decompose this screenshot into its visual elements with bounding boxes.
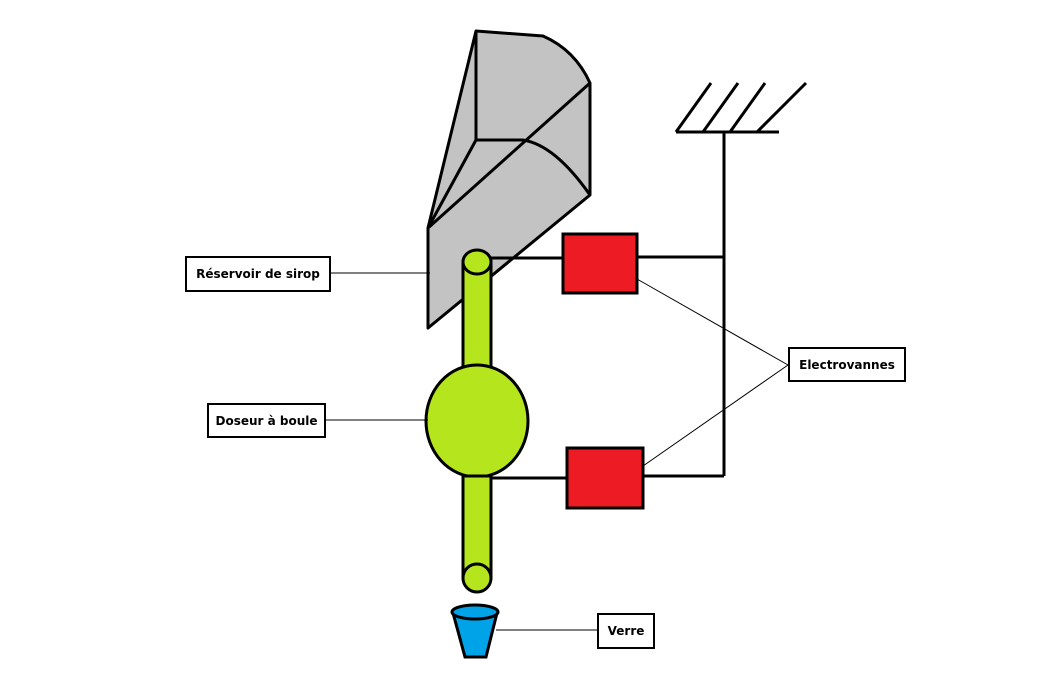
lower-solenoid-valve bbox=[565, 446, 645, 510]
ground-hatch bbox=[674, 81, 808, 134]
label-reservoir: Réservoir de sirop bbox=[185, 256, 331, 292]
tube-and-doser bbox=[424, 248, 530, 594]
ball-doser bbox=[424, 363, 530, 479]
label-glass: Verre bbox=[597, 613, 655, 649]
upper-tube-end bbox=[461, 248, 493, 276]
glass bbox=[450, 603, 500, 659]
support-frame bbox=[476, 132, 726, 480]
lower-tube bbox=[461, 474, 493, 580]
upper-solenoid-valve bbox=[561, 232, 639, 295]
label-solenoid-valves: Electrovannes bbox=[788, 347, 906, 382]
leader-lines bbox=[325, 272, 789, 631]
lower-tube-end bbox=[461, 562, 493, 594]
label-doser: Doseur à boule bbox=[207, 403, 326, 438]
upper-tube bbox=[461, 260, 493, 376]
